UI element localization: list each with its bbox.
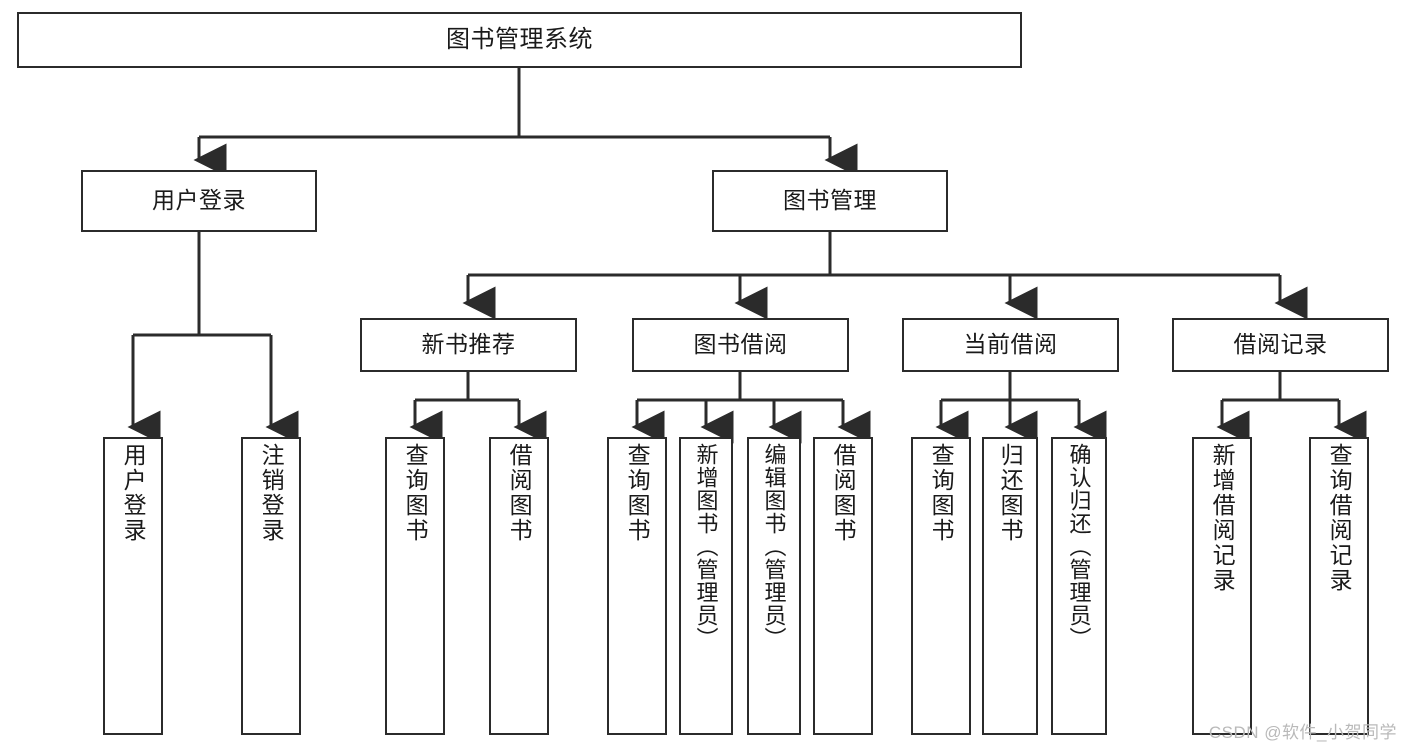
node-root-label: 图书管理系统 [446, 25, 593, 53]
node-book-borrow[interactable]: 图书借阅 [632, 318, 849, 372]
node-leaf-edit-book-admin[interactable]: 编辑图书（管理员） [747, 437, 801, 735]
node-leaf-query-borrow-record[interactable]: 查询借阅记录 [1309, 437, 1369, 735]
node-leaf-borrow-book-1[interactable]: 借阅图书 [489, 437, 549, 735]
node-leaf-add-borrow-record[interactable]: 新增借阅记录 [1192, 437, 1252, 735]
node-leaf-return-book[interactable]: 归还图书 [982, 437, 1038, 735]
node-leaf-query-book-3[interactable]: 查询图书 [911, 437, 971, 735]
csdn-watermark: CSDN @软件_小贺同学 [1208, 723, 1397, 742]
node-user-login[interactable]: 用户登录 [81, 170, 317, 232]
node-leaf-add-borrow-record-label: 新增借阅记录 [1209, 443, 1236, 593]
node-new-book-recommend[interactable]: 新书推荐 [360, 318, 577, 372]
node-book-borrow-label: 图书借阅 [693, 331, 788, 358]
node-leaf-add-book-admin[interactable]: 新增图书（管理员） [679, 437, 733, 735]
node-leaf-logout-login[interactable]: 注销登录 [241, 437, 301, 735]
node-book-management[interactable]: 图书管理 [712, 170, 948, 232]
node-leaf-borrow-book-2-label: 借阅图书 [830, 443, 857, 543]
node-leaf-add-book-admin-label: 新增图书（管理员） [693, 443, 719, 650]
node-borrow-record[interactable]: 借阅记录 [1172, 318, 1389, 372]
node-leaf-user-login-label: 用户登录 [120, 443, 147, 543]
node-leaf-logout-login-label: 注销登录 [258, 443, 285, 543]
node-leaf-return-book-label: 归还图书 [997, 443, 1024, 543]
node-leaf-query-book-2[interactable]: 查询图书 [607, 437, 667, 735]
node-leaf-confirm-return-admin-label: 确认归还（管理员） [1066, 443, 1092, 650]
node-new-book-recommend-label: 新书推荐 [421, 331, 516, 358]
node-leaf-query-book-1[interactable]: 查询图书 [385, 437, 445, 735]
node-leaf-query-book-1-label: 查询图书 [402, 443, 429, 543]
node-leaf-query-book-2-label: 查询图书 [624, 443, 651, 543]
node-leaf-borrow-book-1-label: 借阅图书 [506, 443, 533, 543]
node-leaf-borrow-book-2[interactable]: 借阅图书 [813, 437, 873, 735]
node-leaf-confirm-return-admin[interactable]: 确认归还（管理员） [1051, 437, 1107, 735]
node-current-borrow-label: 当前借阅 [963, 331, 1058, 358]
node-current-borrow[interactable]: 当前借阅 [902, 318, 1119, 372]
node-leaf-user-login[interactable]: 用户登录 [103, 437, 163, 735]
node-user-login-label: 用户登录 [152, 187, 246, 214]
node-leaf-edit-book-admin-label: 编辑图书（管理员） [761, 443, 787, 650]
node-leaf-query-borrow-record-label: 查询借阅记录 [1326, 443, 1353, 593]
node-book-management-label: 图书管理 [783, 187, 877, 214]
node-borrow-record-label: 借阅记录 [1233, 331, 1328, 358]
node-leaf-query-book-3-label: 查询图书 [928, 443, 955, 543]
node-root[interactable]: 图书管理系统 [17, 12, 1022, 68]
